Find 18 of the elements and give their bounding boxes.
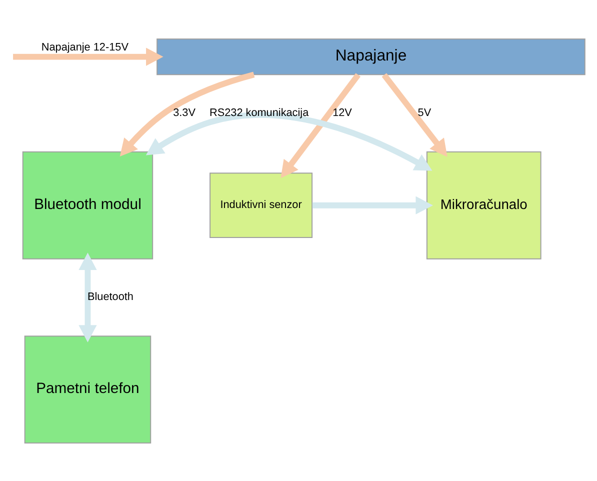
edge-label: 12V [332,106,352,119]
arrow [120,71,255,156]
arrow [146,112,432,170]
edge-label: 3.3V [173,106,196,119]
edge-label: 5V [418,106,432,119]
edge-label: RS232 komunikacija [209,106,309,119]
node-box: Pametni telefon [24,335,152,444]
arrow [78,252,97,342]
node-box: Napajanje [156,38,586,75]
arrow [312,196,433,214]
node-box: Bluetooth modul [22,150,154,259]
arrow [382,72,448,156]
arrow [280,72,361,178]
node-box: Induktivni senzor [210,172,313,238]
arrow [13,47,164,66]
edge-label: Napajanje 12-15V [41,41,128,54]
edge-label: Bluetooth [88,290,134,303]
node-box: Mikroračunalo [426,150,542,259]
